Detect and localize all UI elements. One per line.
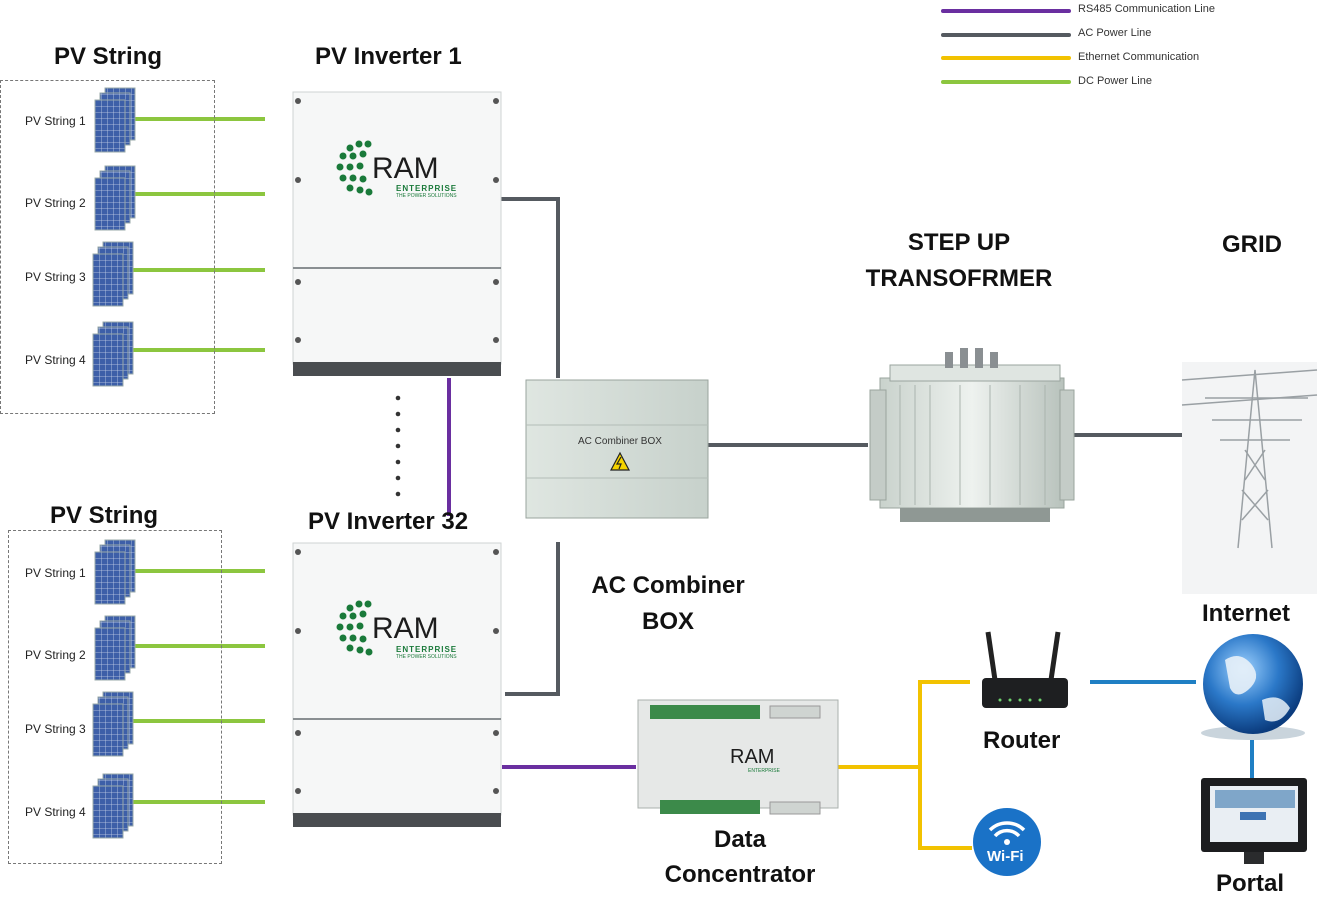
solar-panel-icon: [92, 691, 134, 757]
combiner-title-line2: BOX: [641, 608, 694, 635]
solar-panel-icon: [94, 165, 136, 231]
ac-line-inv1: [490, 197, 560, 378]
solar-panel-icon: [92, 321, 134, 387]
legend-swatch-dc: [941, 80, 1071, 84]
solar-panel-icon: [92, 241, 134, 307]
inverter-32-title: PV Inverter 32: [308, 508, 469, 535]
inverter-ellipsis: [395, 395, 401, 497]
inverter-32-logo-sub: ENTERPRISE: [396, 645, 458, 654]
combiner-title: AC Combiner BOX: [578, 568, 758, 640]
solar-panel-icon: [94, 539, 136, 605]
pv-string-label: PV String 4: [25, 805, 86, 819]
inverter-32-unit: [292, 542, 502, 827]
inverter-1-title: PV Inverter 1: [315, 43, 462, 70]
concentrator-title-line1: Data: [713, 826, 767, 853]
combiner-title-line1: AC Combiner: [591, 572, 745, 599]
transformer-title: STEP UP TRANSOFRMER: [854, 225, 1064, 297]
ac-combiner-box-unit: [525, 379, 709, 519]
pv-group-bottom-title: PV String: [50, 502, 159, 529]
legend-label-rs485: RS485 Communication Line: [1078, 3, 1215, 15]
grid-title: GRID: [1222, 231, 1282, 258]
transformer-title-line1: STEP UP: [907, 229, 1011, 256]
ethernet-line-router: [918, 680, 972, 850]
transformer-title-line2: TRANSOFRMER: [865, 265, 1053, 292]
legend-swatch-ac: [941, 33, 1071, 37]
inverter-1-logo-tag: THE POWER SOLUTIONS: [396, 193, 457, 199]
pv-string-label: PV String 4: [25, 353, 86, 367]
pv-string-label: PV String 3: [25, 270, 86, 284]
wifi-icon: [973, 808, 1041, 876]
globe-icon: [1201, 634, 1305, 740]
legend-label-ac: AC Power Line: [1078, 27, 1152, 39]
router-title: Router: [983, 727, 1061, 754]
combiner-panel-label: AC Combiner BOX: [578, 436, 662, 447]
internet-title: Internet: [1202, 600, 1291, 627]
pv-group-top-title: PV String: [54, 43, 163, 70]
portal-monitor-icon: [1201, 778, 1307, 864]
concentrator-logo-main: RAM: [730, 746, 775, 768]
pv-string-label: PV String 3: [25, 722, 86, 736]
pv-string-label: PV String 2: [25, 196, 86, 210]
dc-lines-bottom: [128, 569, 265, 804]
solar-panels-top: [92, 87, 136, 387]
concentrator-title-line2: Concentrator: [664, 861, 816, 888]
solar-panel-icon: [94, 615, 136, 681]
ac-line-inv32: [505, 542, 560, 696]
inverter-1-logo-sub: ENTERPRISE: [396, 184, 458, 193]
concentrator-logo-sub: ENTERPRISE: [748, 768, 780, 774]
inverter-1-logo-main: RAM: [372, 152, 439, 185]
router-icon: [982, 631, 1068, 708]
dc-lines-top: [128, 117, 265, 352]
grid-tower-icon: [1181, 362, 1318, 594]
inverter-1-unit: [292, 91, 502, 376]
pv-string-label: PV String 2: [25, 648, 86, 662]
legend-swatch-ethernet: [941, 56, 1071, 60]
pv-group-bottom-frame: [8, 530, 222, 864]
solar-panel-icon: [92, 773, 134, 839]
legend-swatch-rs485: [941, 9, 1071, 13]
concentrator-title: Data Concentrator: [640, 822, 840, 892]
legend-label-dc: DC Power Line: [1078, 75, 1152, 87]
transformer-icon: [869, 348, 1075, 522]
inverter-32-logo-main: RAM: [372, 612, 439, 645]
wifi-label: Wi-Fi: [987, 848, 1024, 865]
pv-group-top-frame: [0, 80, 215, 414]
warning-icon: [610, 451, 630, 471]
pv-string-label: PV String 1: [25, 566, 86, 580]
legend-label-ethernet: Ethernet Communication: [1078, 51, 1200, 63]
data-concentrator-unit: [637, 699, 839, 815]
pv-string-label: PV String 1: [25, 114, 86, 128]
rs485-lines: [447, 378, 636, 769]
ethernet-lines: [838, 680, 972, 850]
inverter-32-logo-tag: THE POWER SOLUTIONS: [396, 654, 457, 660]
solar-panel-icon: [94, 87, 136, 153]
portal-title: Portal: [1216, 870, 1285, 897]
solar-panels-bottom: [92, 539, 136, 839]
